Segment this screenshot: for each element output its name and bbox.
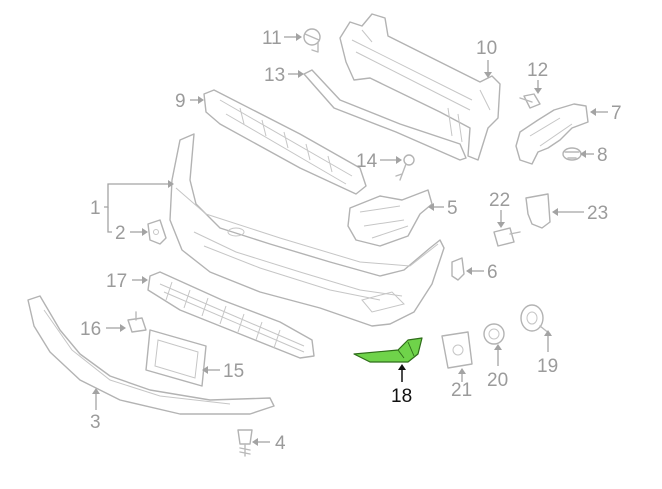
callout-5: 5 xyxy=(447,198,458,219)
callout-16: 16 xyxy=(80,319,101,340)
callout-11: 11 xyxy=(262,28,282,49)
part-12-bolt xyxy=(519,93,541,109)
callout-2: 2 xyxy=(115,223,126,244)
callout-labels: 11 10 13 12 9 7 14 8 1 5 22 23 2 6 17 16… xyxy=(80,28,622,454)
part-22-plug xyxy=(493,227,521,247)
part-10-reinforcement-beam xyxy=(339,13,501,161)
part-15-plate-holder xyxy=(145,329,207,387)
part-20-sensor-ring xyxy=(483,323,505,345)
part-17-lower-grille xyxy=(147,271,315,359)
callout-9: 9 xyxy=(175,91,186,112)
part-16-clip xyxy=(127,311,147,333)
leader-lines xyxy=(92,33,608,446)
callout-19: 19 xyxy=(537,356,558,377)
callout-10: 10 xyxy=(476,38,497,59)
callout-14: 14 xyxy=(356,151,378,172)
callout-22: 22 xyxy=(489,190,510,211)
callout-23: 23 xyxy=(587,203,608,224)
callout-18-highlighted: 18 xyxy=(391,386,412,407)
callout-20: 20 xyxy=(487,370,508,391)
part-7-side-bracket xyxy=(515,103,589,165)
callout-4: 4 xyxy=(275,433,286,454)
callout-6: 6 xyxy=(487,262,498,283)
part-18-trim-highlighted xyxy=(353,337,423,363)
callout-13: 13 xyxy=(264,65,285,86)
part-13-trim-strip xyxy=(303,69,467,161)
part-19-parking-sensor xyxy=(520,304,551,335)
part-3-lower-spoiler xyxy=(27,295,275,415)
callout-8: 8 xyxy=(597,145,608,166)
callout-17: 17 xyxy=(106,271,127,292)
callout-1: 1 xyxy=(90,198,101,219)
part-21-bracket xyxy=(441,331,473,369)
part-23-holder xyxy=(525,193,551,229)
callout-21: 21 xyxy=(451,380,472,401)
callout-3: 3 xyxy=(90,412,101,433)
part-4-screw xyxy=(237,429,253,457)
callout-12: 12 xyxy=(527,60,548,81)
part-1-bumper-cover xyxy=(169,133,445,327)
callout-7: 7 xyxy=(611,103,622,124)
part-8-clip xyxy=(562,147,582,161)
part-2-bracket xyxy=(147,219,167,245)
part-5-bracket xyxy=(347,189,433,247)
part-6-bolt xyxy=(451,257,465,281)
part-14-screw xyxy=(395,154,415,181)
part-11-bolt xyxy=(303,28,321,53)
part-9-energy-absorber xyxy=(203,89,367,195)
callout-15: 15 xyxy=(223,361,244,382)
